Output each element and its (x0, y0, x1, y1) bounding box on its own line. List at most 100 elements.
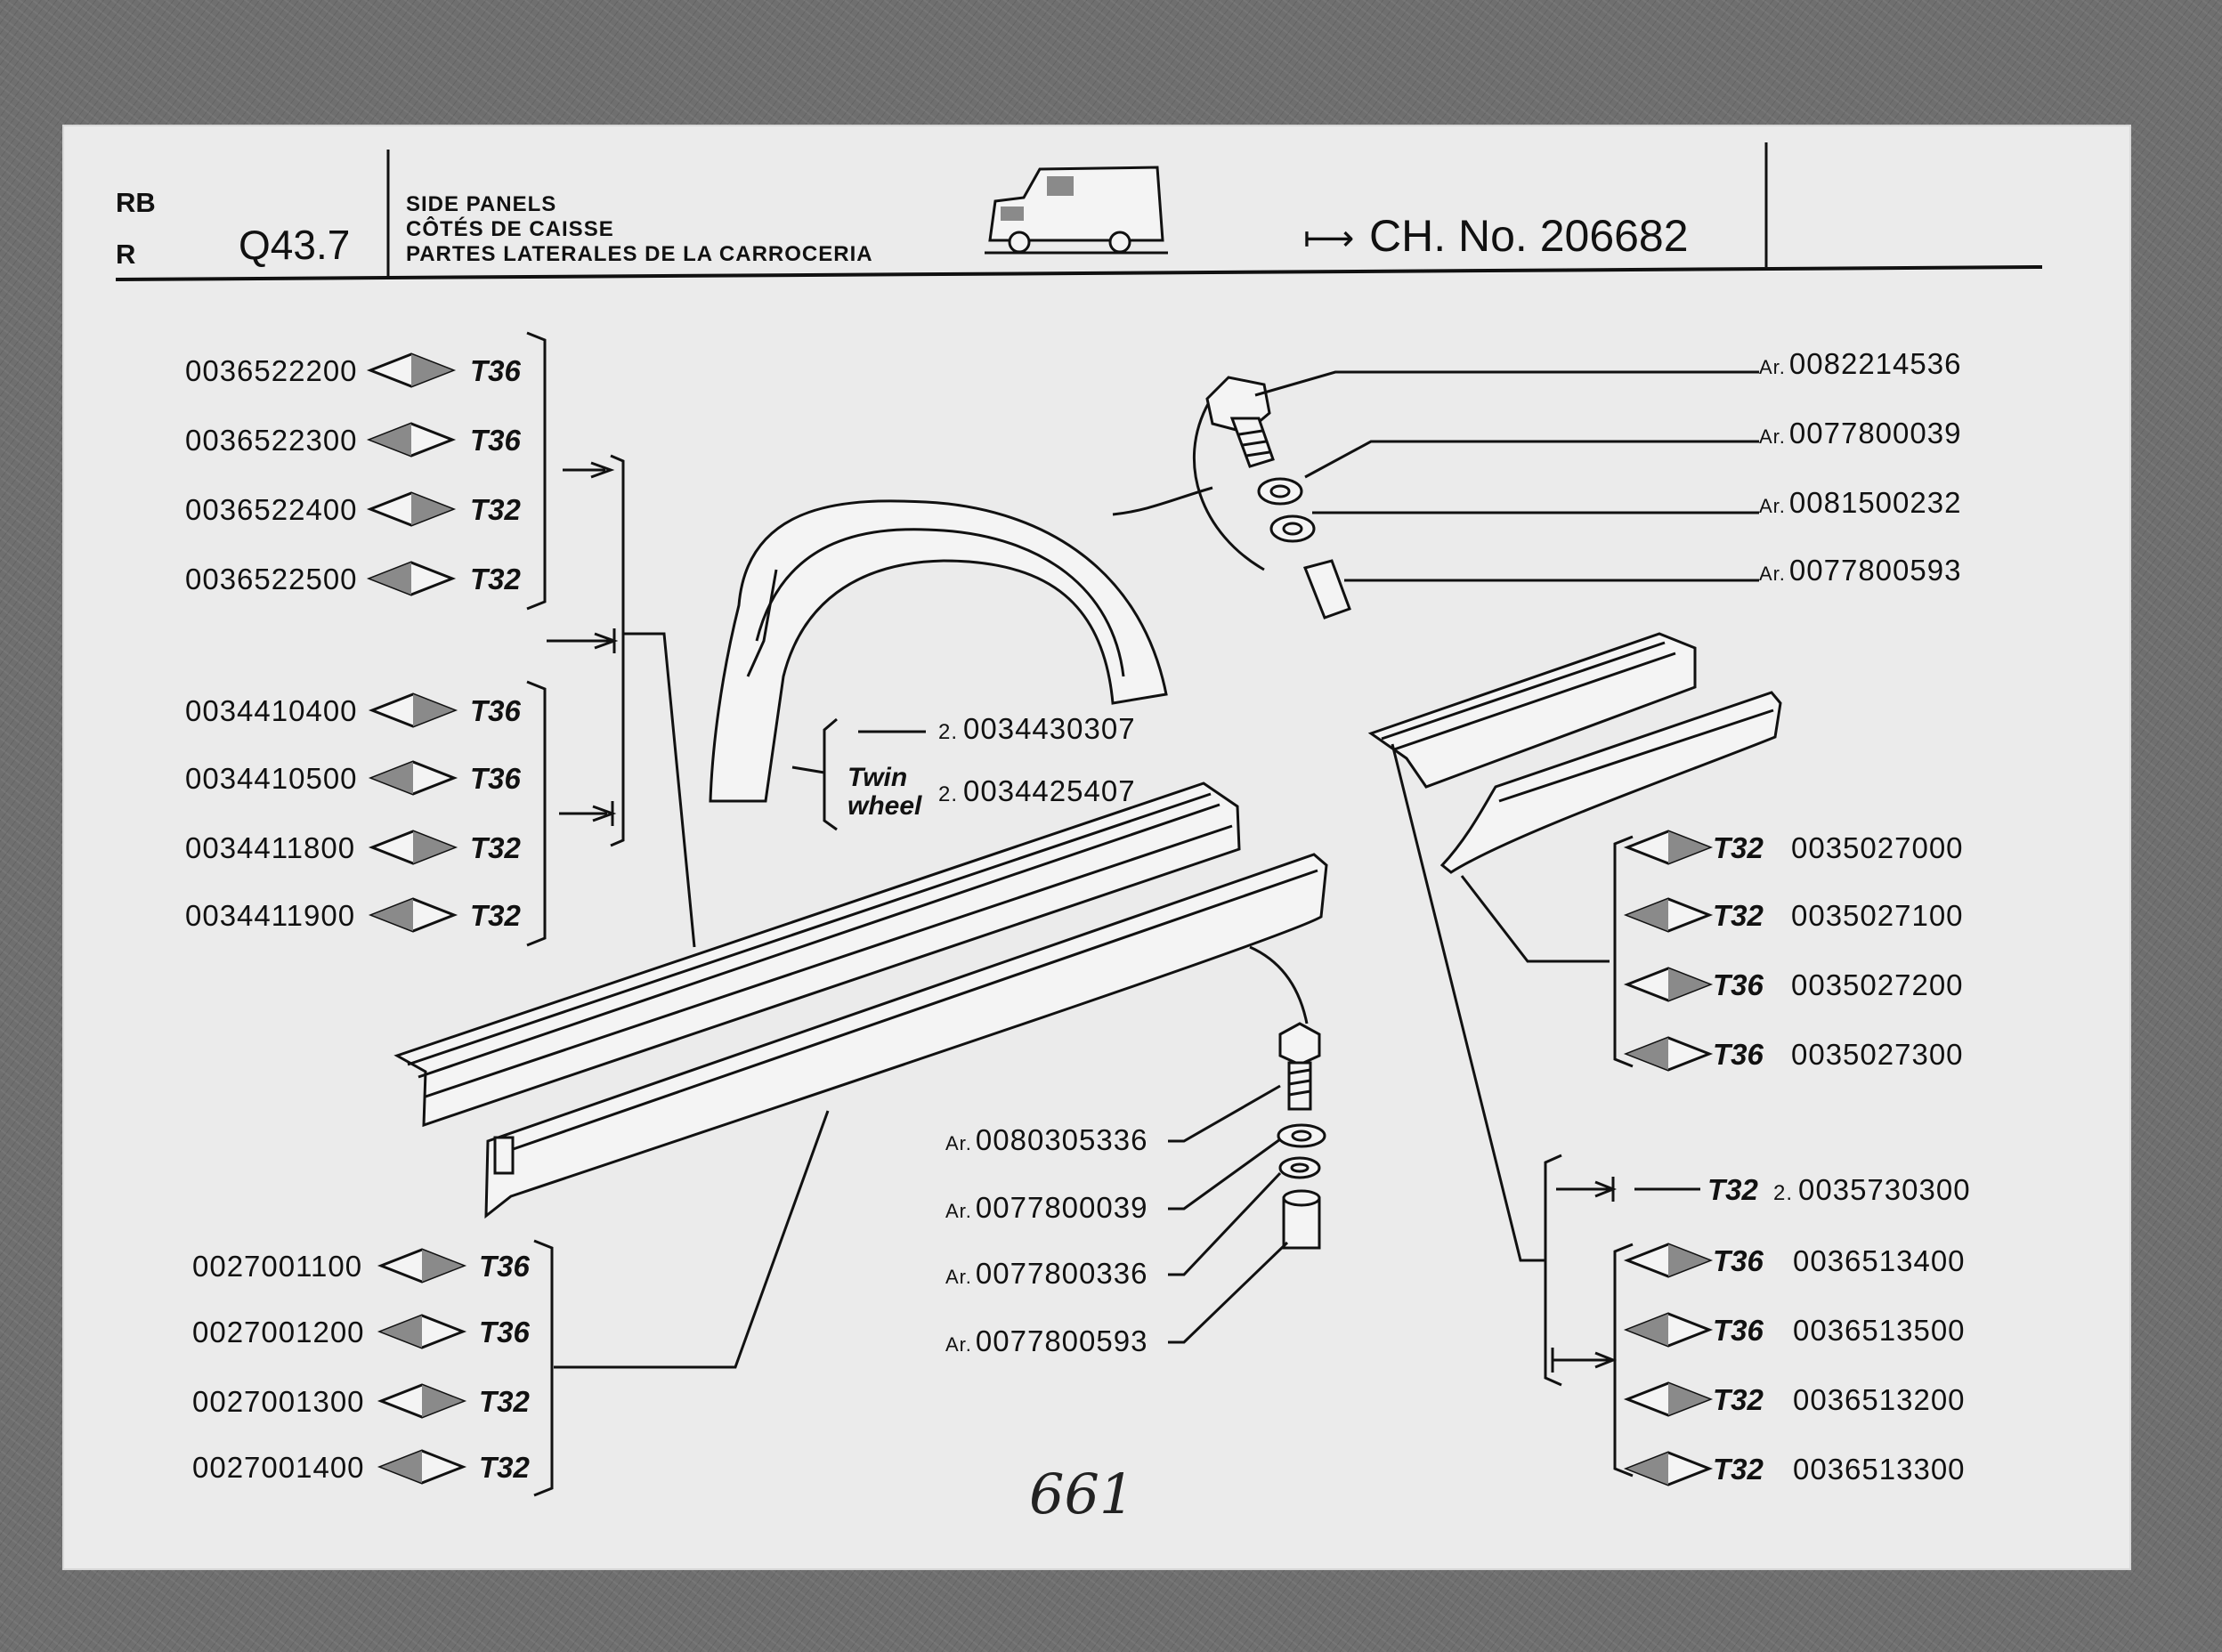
type-code: T32 (470, 831, 521, 864)
bottom-bolt-icon (1278, 1022, 1321, 1111)
part-number: 0027001300 (192, 1385, 365, 1418)
right-cover-drawing (1439, 691, 1782, 874)
part-number: 0036513400 (1793, 1244, 1966, 1277)
bracket-middle (526, 680, 547, 947)
title-es: PARTES LATERALES DE LA CARROCERIA (406, 242, 873, 266)
hand-symbol-left-5 (368, 692, 458, 728)
type-code: T32 (1713, 1383, 1764, 1416)
hand-symbol-right-1 (1623, 830, 1714, 865)
bracket-twin (791, 717, 838, 831)
arch-part-1: 2.0034430307 (938, 712, 1136, 745)
right-bracket-upper (1613, 835, 1634, 1068)
hand-symbol-left-3 (366, 491, 457, 527)
hand-symbol-left-8 (368, 897, 458, 933)
part-number: 0027001100 (192, 1250, 363, 1283)
arch-leader-curve (1192, 401, 1265, 571)
part-number: 0035027000 (1791, 831, 1964, 864)
header-rule (115, 265, 2043, 281)
hardware-part: Ar.0080305336 (945, 1123, 1148, 1156)
type-code: T36 (479, 1250, 530, 1283)
bracket-upper (526, 331, 547, 611)
title-fr: CÔTÉS DE CAISSE (406, 217, 614, 241)
hand-symbol-left-7 (368, 830, 458, 865)
part-number: 0036513200 (1793, 1383, 1966, 1416)
part-number: 0027001400 (192, 1451, 365, 1484)
arrow-upper (547, 628, 619, 653)
part-number: 0027001200 (192, 1316, 365, 1348)
type-code: T36 (1713, 968, 1764, 1001)
type-code: T32 (470, 493, 521, 526)
right-rail-drawing (1367, 632, 1697, 789)
part-number: 0036522300 (185, 424, 358, 457)
bracket-combined (610, 454, 625, 847)
leader-ar2 (1304, 440, 1759, 479)
bottom-washer-1 (1277, 1123, 1326, 1148)
hand-symbol-left-6 (368, 760, 458, 796)
part-number: 0034411900 (185, 899, 356, 932)
top-spacer (1302, 559, 1351, 620)
leader-lower (554, 1110, 830, 1369)
arch-leader (1112, 486, 1213, 516)
type-code: T36 (470, 424, 521, 457)
leader-bar1 (1168, 1084, 1281, 1143)
type-code: T36 (470, 762, 521, 795)
part-number: 0034410500 (185, 762, 358, 795)
type-code: T36 (470, 354, 521, 387)
type-code: T36 (470, 694, 521, 727)
right-upper-leader (1460, 875, 1610, 963)
hand-symbol-right-6 (1623, 1312, 1714, 1348)
bracket-lower (533, 1239, 554, 1497)
bottom-curve (1249, 945, 1309, 1024)
right-bracket-lower (1613, 1243, 1634, 1478)
hand-symbol-right-2 (1623, 897, 1714, 933)
top-bolt-icon (1205, 376, 1275, 468)
bottom-washer-2 (1278, 1156, 1321, 1179)
part-number: 0036513500 (1793, 1314, 1966, 1347)
leader-combined (623, 632, 696, 948)
twin-wheel-label: Twin wheel (847, 763, 922, 821)
type-code: T36 (1713, 1038, 1764, 1071)
right-arrow-single (1556, 1177, 1618, 1202)
hand-symbol-right-3 (1623, 967, 1714, 1002)
hand-symbol-left-2 (366, 422, 457, 458)
page-number: 661 (1029, 1462, 1135, 1526)
right-arrow-lower (1551, 1348, 1618, 1373)
type-code: T32 (1707, 1173, 1758, 1206)
hand-symbol-left-12 (377, 1449, 467, 1485)
hand-symbol-left-11 (377, 1383, 467, 1419)
arrow-end (559, 801, 617, 826)
sill-rail-drawing (393, 781, 1241, 1128)
diamond-symbols (366, 352, 1714, 1486)
code-r: R (116, 239, 136, 270)
leader-bar2 (1168, 1138, 1281, 1211)
code-rb: RB (116, 187, 156, 218)
leader-ar1 (1254, 370, 1759, 397)
chassis-number: CH. No. 206682 (1369, 211, 1689, 261)
hardware-part: Ar.0077800039 (945, 1191, 1148, 1224)
hand-symbol-right-5 (1623, 1243, 1714, 1278)
van-icon (985, 166, 1168, 255)
chassis-arrow-icon: ⟼ (1303, 219, 1355, 258)
right-long-leader (1391, 743, 1545, 1262)
type-code: T32 (1713, 831, 1764, 864)
wheel-arch-drawing (709, 499, 1168, 803)
top-washer-1 (1257, 477, 1303, 506)
hardware-part: Ar.0077800039 (1759, 417, 1962, 449)
hand-symbol-right-4 (1623, 1036, 1714, 1072)
top-washer-2 (1269, 514, 1316, 543)
arch-part-2: 2.0034425407 (938, 774, 1136, 807)
part-number: 0036522500 (185, 563, 358, 595)
part-number: 0035027100 (1791, 899, 1964, 932)
type-code: T36 (479, 1316, 530, 1348)
part-number: 0035027200 (1791, 968, 1964, 1001)
type-code: T36 (1713, 1244, 1764, 1277)
type-code: T32 (470, 899, 521, 932)
title-en: SIDE PANELS (406, 192, 557, 216)
type-code: T32 (1713, 1453, 1764, 1486)
hand-symbol-left-9 (377, 1248, 467, 1284)
type-code: T32 (479, 1451, 530, 1484)
hardware-part: Ar.0077800336 (945, 1257, 1148, 1290)
part-number: 0034411800 (185, 831, 356, 864)
type-code: T32 (470, 563, 521, 595)
